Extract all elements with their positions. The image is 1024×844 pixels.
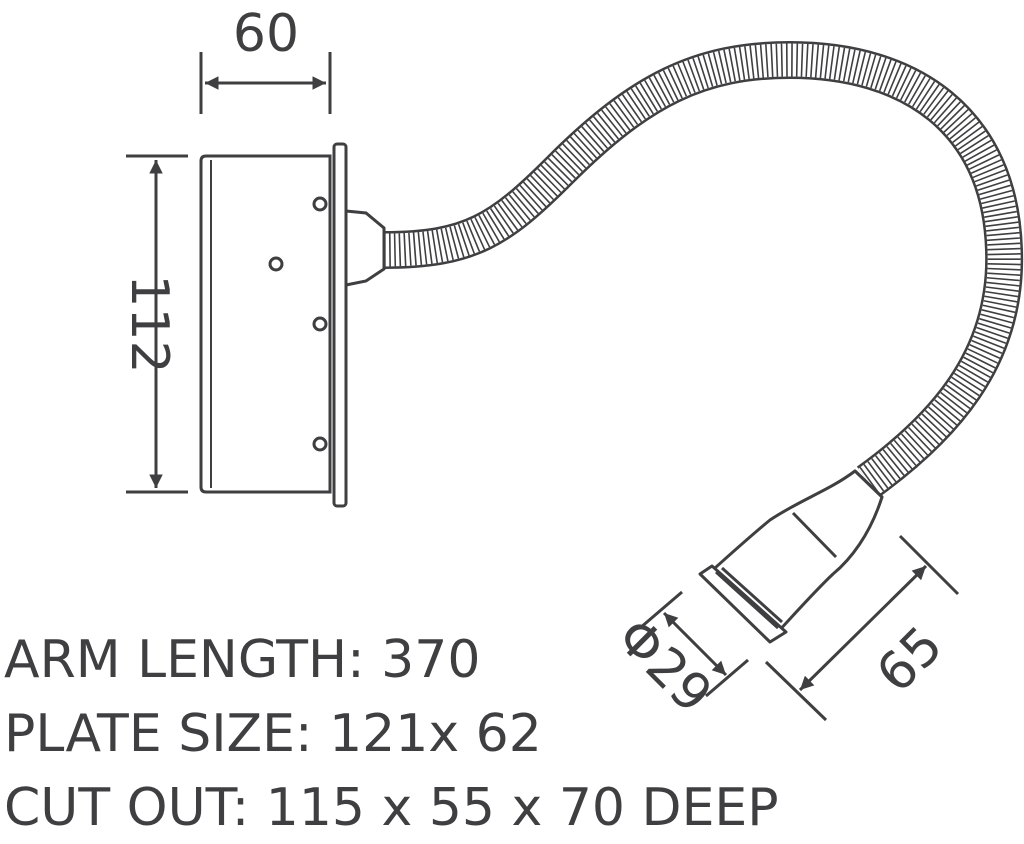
lamp-head [698,469,884,644]
dimension-head-length [764,534,960,722]
screw-hole [312,436,328,452]
screw-hole [268,256,284,272]
dimension-height [126,154,188,494]
dimension-height-label: 112 [119,274,179,373]
spec-plate-size: PLATE SIZE: 121x 62 [4,704,542,764]
spec-cut-out: CUT OUT: 115 x 55 x 70 DEEP [4,778,779,838]
dimension-diameter-label: Φ29 [605,607,723,725]
arm-collar [344,209,386,287]
screw-hole [312,196,328,212]
front-plate [332,142,348,508]
dimension-width [199,52,332,114]
wall-box [199,154,332,494]
dimension-head-length-label: 65 [865,615,954,704]
spec-arm-length: ARM LENGTH: 370 [4,630,481,690]
dimension-width-label: 60 [233,4,299,64]
dimension-diameter [639,590,749,698]
screw-hole [312,316,328,332]
gooseneck-arm [383,40,1024,498]
